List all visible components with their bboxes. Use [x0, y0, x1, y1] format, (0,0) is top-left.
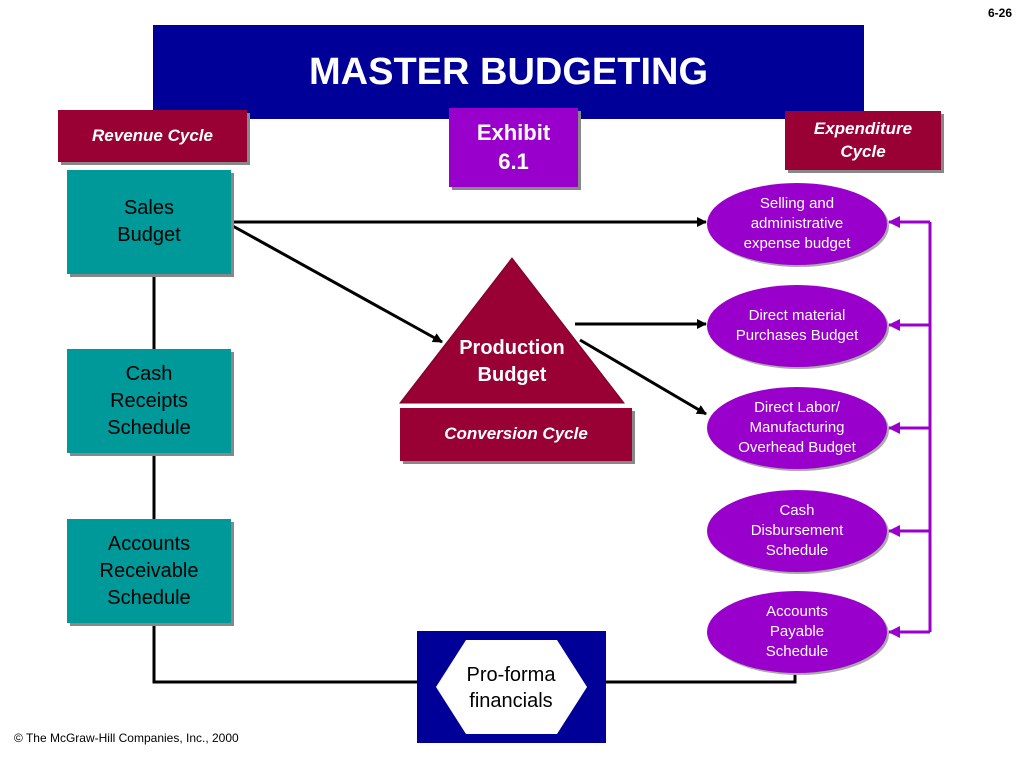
pro-forma-hexagon [436, 640, 587, 734]
arrow-sales-to-production [230, 223, 443, 344]
conversion-cycle-label: Conversion Cycle [400, 408, 632, 461]
exhibit-label: Exhibit 6.1 [449, 108, 578, 187]
copyright-notice: © The McGraw-Hill Companies, Inc., 2000 [14, 731, 239, 745]
direct-material-budget-oval: Direct material Purchases Budget [707, 285, 887, 367]
pro-forma-financials-box [417, 631, 606, 743]
expenditure-cycle-label: Expenditure Cycle [785, 111, 941, 170]
selling-admin-budget-oval: Selling and administrative expense budge… [707, 183, 887, 265]
direct-labor-budget-oval: Direct Labor/ Manufacturing Overhead Bud… [707, 387, 887, 469]
page-number: 6-26 [987, 6, 1012, 20]
cash-receipts-schedule-box: Cash Receipts Schedule [67, 349, 231, 453]
accounts-payable-schedule-oval: Accounts Payable Schedule [707, 591, 887, 673]
revenue-cycle-label: Revenue Cycle [58, 110, 247, 162]
production-budget-triangle [398, 257, 626, 404]
connector-proforma-to-ap [606, 674, 797, 684]
sales-budget-box: Sales Budget [67, 170, 231, 274]
accounts-receivable-schedule-box: Accounts Receivable Schedule [67, 519, 231, 623]
arrow-production-to-labor [579, 338, 707, 416]
connector-ar-to-proforma [152, 622, 418, 684]
production-budget-label: Production Budget [459, 337, 565, 386]
cash-disbursement-schedule-oval: Cash Disbursement Schedule [707, 490, 887, 572]
page-title: MASTER BUDGETING [153, 25, 864, 119]
pro-forma-financials-label: Pro-forma financials [466, 664, 556, 712]
